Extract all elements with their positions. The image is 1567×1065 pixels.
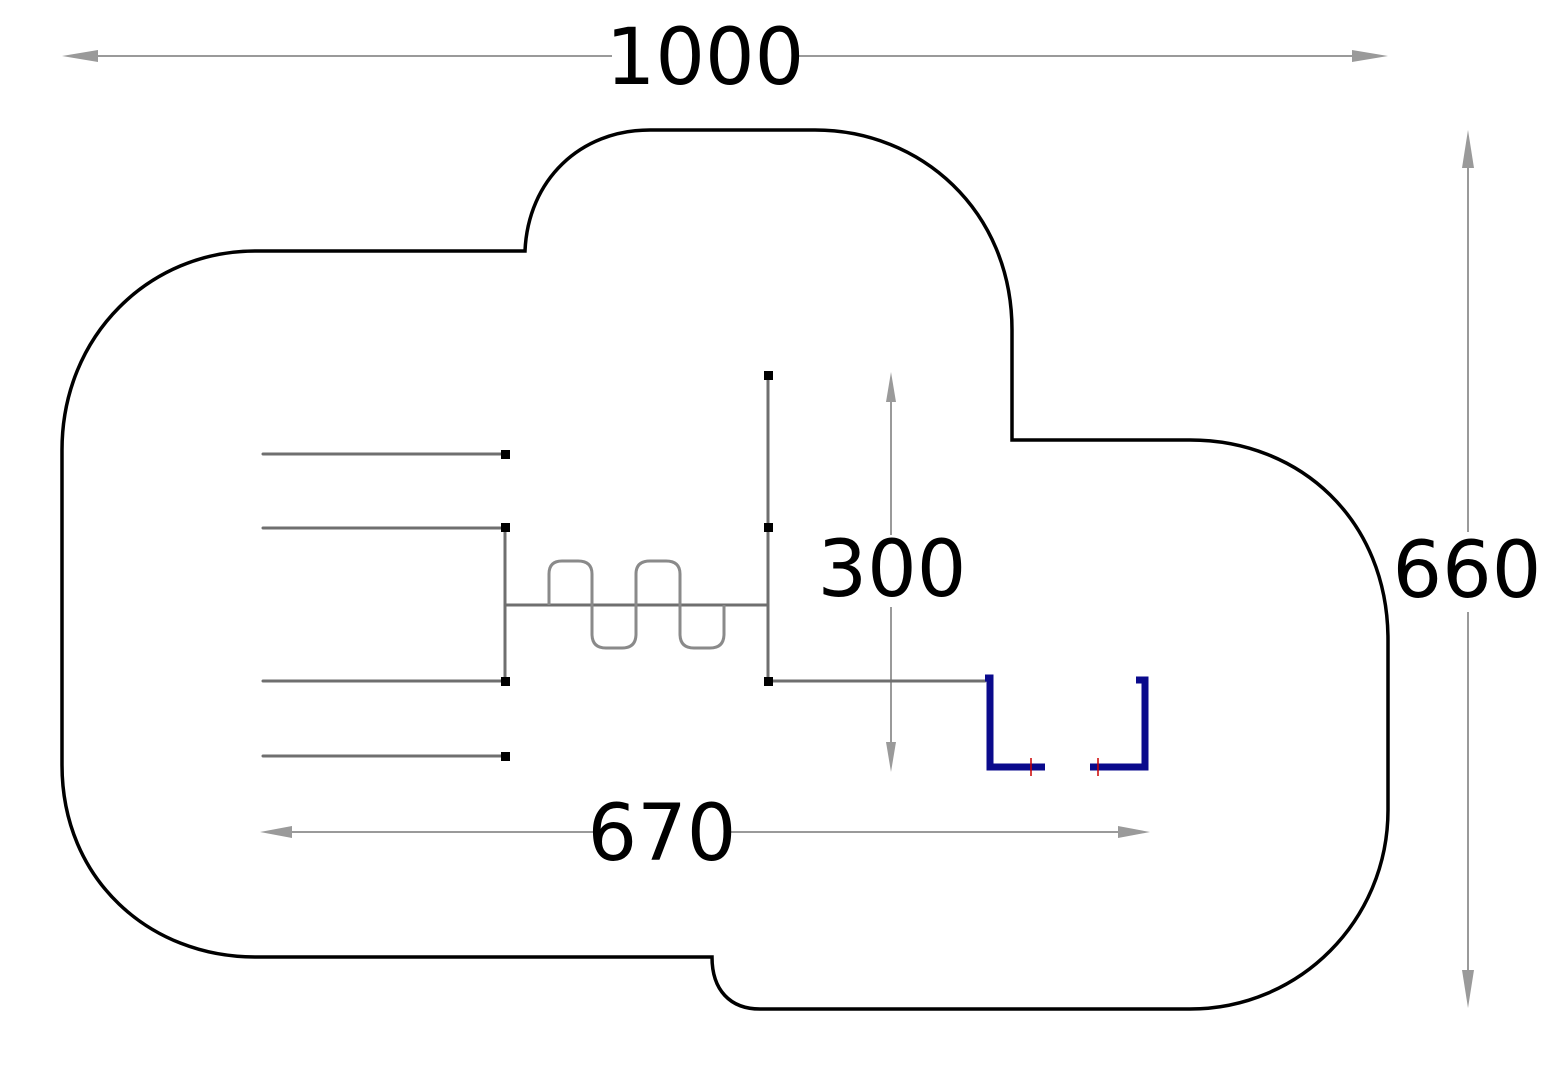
equipment-width-dimension: 670 — [260, 789, 1150, 879]
wavy-climbing-element — [547, 559, 726, 650]
arrow-left-icon — [62, 50, 98, 62]
equipment-height-label-mask — [826, 535, 958, 607]
node-marker — [501, 677, 510, 686]
arrow-up-icon — [1462, 130, 1474, 168]
equipment-height-dimension: 300 — [818, 372, 967, 772]
width-dimension: 1000 — [62, 13, 1388, 103]
node-marker — [764, 523, 773, 532]
width-dimension-label: 1000 — [606, 13, 805, 103]
height-dimension: 660 — [1392, 130, 1542, 1008]
node-marker — [764, 677, 773, 686]
arrow-up-icon — [886, 372, 896, 402]
height-label-mask — [1392, 532, 1542, 612]
equipment-width-label-mask — [594, 796, 730, 870]
arrow-right-icon — [1352, 50, 1388, 62]
arrow-right-icon — [1118, 826, 1150, 838]
height-dimension-label: 660 — [1393, 526, 1542, 616]
node-marker — [501, 523, 510, 532]
arrow-down-icon — [886, 742, 896, 772]
width-label-mask — [612, 14, 798, 94]
node-marker — [501, 752, 510, 761]
node-marker — [501, 450, 510, 459]
blue-brackets — [985, 674, 1149, 776]
equipment-height-label: 300 — [818, 525, 967, 615]
arrow-left-icon — [260, 826, 292, 838]
equipment-frame — [261, 371, 987, 761]
right-bracket — [1090, 676, 1149, 771]
safety-zone-boundary — [60, 128, 1390, 1011]
arrow-down-icon — [1462, 970, 1474, 1008]
node-marker — [764, 371, 773, 380]
equipment-width-label: 670 — [588, 789, 737, 879]
left-bracket — [985, 674, 1045, 771]
